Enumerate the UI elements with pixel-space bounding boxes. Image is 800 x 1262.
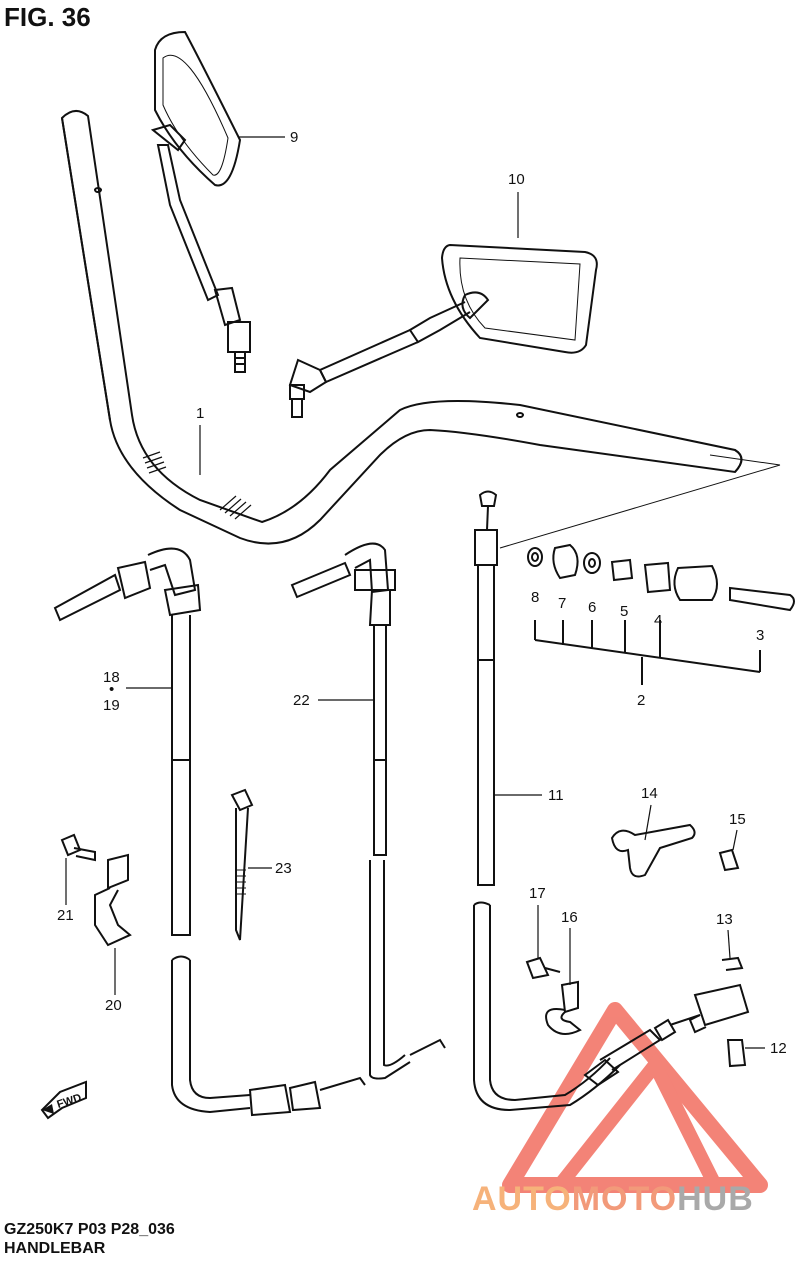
callout-18-dot: • — [109, 681, 114, 698]
cable-tie-part — [230, 788, 254, 941]
callout-19: 19 — [103, 697, 120, 714]
callout-16: 16 — [561, 909, 578, 926]
clevis-12-13-part — [688, 956, 750, 1068]
callout-3: 3 — [756, 627, 764, 644]
cable-11-part — [473, 490, 701, 1112]
callout-22: 22 — [293, 692, 310, 709]
callout-7: 7 — [558, 595, 566, 612]
callout-23: 23 — [275, 860, 292, 877]
callout-21: 21 — [57, 907, 74, 924]
callout-8: 8 — [531, 589, 539, 606]
callout-15: 15 — [729, 811, 746, 828]
model-code: GZ250K7 P03 P28_036 — [4, 1221, 175, 1238]
diagram-subtitle: HANDLEBAR — [4, 1240, 106, 1257]
callout-13: 13 — [716, 911, 733, 928]
callout-6: 6 — [588, 599, 596, 616]
watermark-text: AUTOMOTOHUB — [472, 1180, 754, 1219]
clamp-16-part — [525, 956, 582, 1035]
mirror-right-part — [288, 243, 598, 418]
watermark-moto: MOTO — [571, 1180, 678, 1218]
callout-14: 14 — [641, 785, 658, 802]
callout-11: 11 — [548, 787, 564, 804]
callout-17: 17 — [529, 885, 546, 902]
callout-4: 4 — [654, 612, 662, 629]
callout-18: 18 — [103, 669, 120, 686]
callout-5: 5 — [620, 603, 628, 620]
cable-18-19-part — [53, 547, 366, 1117]
fwd-arrow-icon — [40, 1080, 87, 1120]
callout-10: 10 — [508, 171, 525, 188]
callout-9: 9 — [290, 129, 298, 146]
handlebar-part — [60, 110, 743, 545]
leader-lines — [65, 136, 765, 1049]
callout-1: 1 — [196, 405, 204, 422]
cable-22-part — [290, 542, 446, 1080]
bracket-clamp-part — [60, 833, 132, 947]
mirror-left-part — [150, 30, 251, 373]
callout-2: 2 — [637, 692, 645, 709]
figure-title: FIG. 36 — [4, 2, 91, 32]
callout-12: 12 — [770, 1040, 787, 1057]
watermark-hub: HUB — [677, 1180, 754, 1218]
bracket-14-part — [610, 823, 740, 878]
adjuster-parts — [499, 454, 795, 685]
watermark-logo-triangle — [502, 1002, 768, 1193]
watermark-auto: AUTO — [472, 1180, 572, 1218]
callout-20: 20 — [105, 997, 122, 1014]
